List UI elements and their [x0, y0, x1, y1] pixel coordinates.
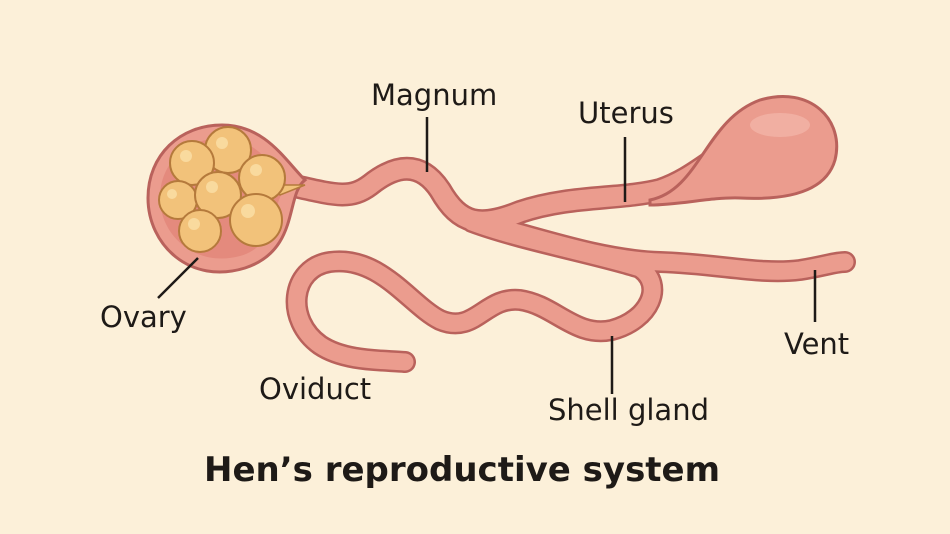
upper-tube: [280, 140, 740, 231]
label-vent: Vent: [784, 327, 850, 361]
label-uterus: Uterus: [578, 96, 674, 130]
uterus-bulb: [648, 94, 839, 207]
diagram-title: Hen’s reproductive system: [204, 450, 721, 490]
ovary-leader: [157, 257, 199, 299]
label-oviduct: Oviduct: [259, 372, 372, 406]
label-magnum: Magnum: [371, 78, 498, 112]
lower-tube: [461, 211, 854, 280]
label-shell-gland: Shell gland: [548, 393, 709, 427]
label-ovary: Ovary: [100, 300, 187, 334]
